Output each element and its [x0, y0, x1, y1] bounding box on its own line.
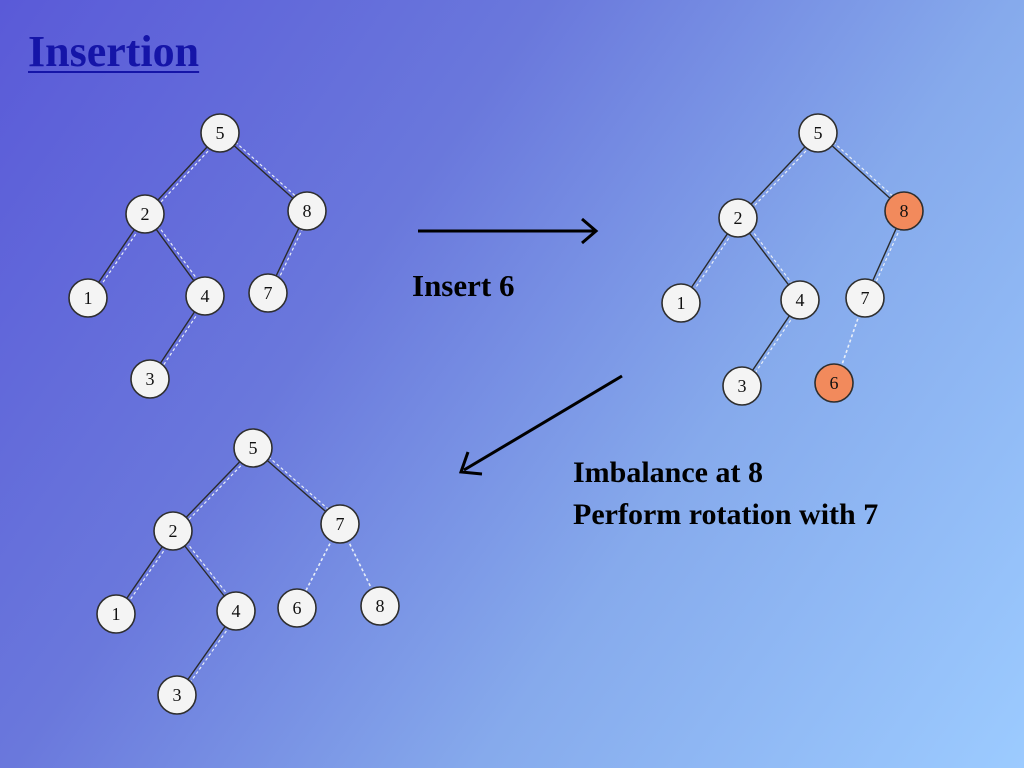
tree-before-insert: 5 2 8 1 4 7 3	[68, 113, 327, 399]
svg-text:2: 2	[734, 208, 743, 228]
tree1-node: 3	[130, 359, 170, 399]
svg-text:5: 5	[814, 123, 823, 143]
tree2-node: 1	[661, 283, 701, 323]
svg-text:3: 3	[738, 376, 747, 396]
tree1-node: 7	[248, 273, 288, 313]
tree3-node: 3	[157, 675, 197, 715]
svg-text:3: 3	[146, 369, 155, 389]
tree2-node: 4	[780, 280, 820, 320]
slide-title: Insertion	[28, 27, 200, 76]
svg-text:5: 5	[249, 438, 258, 458]
svg-text:4: 4	[796, 290, 805, 310]
svg-text:1: 1	[84, 288, 93, 308]
tree2-node: 2	[718, 198, 758, 238]
svg-text:7: 7	[264, 283, 273, 303]
tree3-node: 4	[216, 591, 256, 631]
svg-text:8: 8	[303, 201, 312, 221]
tree2-node-highlighted: 8	[884, 191, 924, 231]
tree3-node: 7	[320, 504, 360, 544]
svg-text:1: 1	[677, 293, 686, 313]
tree3-node: 5	[233, 428, 273, 468]
tree3-node: 1	[96, 594, 136, 634]
svg-text:1: 1	[112, 604, 121, 624]
tree3-node: 2	[153, 511, 193, 551]
svg-text:4: 4	[232, 601, 241, 621]
svg-text:7: 7	[861, 288, 870, 308]
insert-label: Insert 6	[412, 268, 515, 303]
tree1-node: 5	[200, 113, 240, 153]
svg-text:4: 4	[201, 286, 210, 306]
tree2-node: 3	[722, 366, 762, 406]
svg-text:6: 6	[830, 373, 839, 393]
tree2-node: 5	[798, 113, 838, 153]
arrow-down-left-icon	[458, 374, 623, 476]
svg-text:2: 2	[141, 204, 150, 224]
svg-text:2: 2	[169, 521, 178, 541]
rotation-line: Perform rotation with 7	[573, 498, 879, 531]
arrow-right-icon	[418, 217, 599, 245]
tree-after-insert: 5 2 8 1 4 7 3 6	[661, 113, 924, 406]
svg-text:6: 6	[293, 598, 302, 618]
tree1-node: 8	[287, 191, 327, 231]
tree1-node: 4	[185, 276, 225, 316]
tree1-node: 1	[68, 278, 108, 318]
imbalance-label: Imbalance at 8 Perform rotation with 7	[573, 452, 878, 536]
tree3-node: 6	[277, 588, 317, 628]
tree3-node: 8	[360, 586, 400, 626]
svg-text:3: 3	[173, 685, 182, 705]
svg-text:8: 8	[900, 201, 909, 221]
tree2-node: 7	[845, 278, 885, 318]
tree-after-rotation: 5 2 7 1 4 6 8 3	[96, 428, 400, 715]
tree2-node-highlighted: 6	[814, 363, 854, 403]
tree1-node: 2	[125, 194, 165, 234]
svg-text:7: 7	[336, 514, 345, 534]
imbalance-line: Imbalance at 8	[573, 456, 763, 489]
svg-text:5: 5	[216, 123, 225, 143]
svg-text:8: 8	[376, 596, 385, 616]
